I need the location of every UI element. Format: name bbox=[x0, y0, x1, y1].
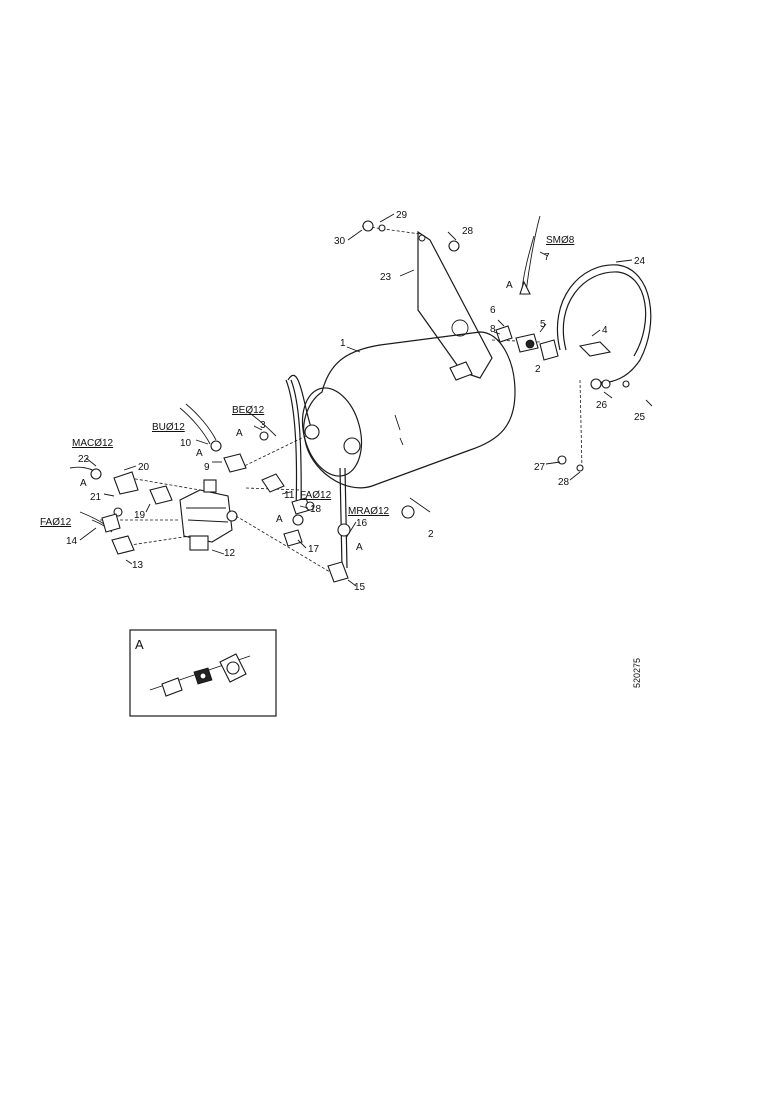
callout-12: 12 bbox=[224, 548, 236, 559]
callout-22: 22 bbox=[78, 454, 90, 465]
inset-label: A bbox=[135, 637, 144, 652]
callout-18: 18 bbox=[310, 504, 322, 515]
marker-a: A bbox=[80, 478, 87, 489]
callout-30: 30 bbox=[334, 236, 346, 247]
hose-loop bbox=[556, 264, 652, 383]
diagram-reference: 520275 bbox=[632, 658, 642, 688]
callout-10: 10 bbox=[180, 438, 192, 449]
callout-3: 3 bbox=[260, 420, 266, 431]
callout-2: 2 bbox=[535, 364, 541, 375]
marker-a: A bbox=[506, 280, 513, 291]
fittings bbox=[90, 220, 630, 583]
callout-11: 11 bbox=[284, 490, 295, 501]
marker-a: A bbox=[196, 448, 203, 459]
callout-2: 2 bbox=[428, 529, 434, 540]
callout-24: 24 bbox=[634, 256, 646, 267]
callout-20: 20 bbox=[138, 462, 150, 473]
callout-6: 6 bbox=[490, 305, 496, 316]
marker-a: A bbox=[236, 428, 243, 439]
callout-27: 27 bbox=[534, 462, 546, 473]
callout-9: 9 bbox=[204, 462, 210, 473]
a-markers: A A A A A A bbox=[80, 280, 513, 553]
code-mac: MACØ12 bbox=[72, 438, 114, 449]
callout-5: 5 bbox=[540, 319, 546, 330]
callout-25: 25 bbox=[634, 412, 646, 423]
callout-14: 14 bbox=[66, 536, 78, 547]
marker-a: A bbox=[356, 542, 363, 553]
inset-detail-a: A bbox=[129, 629, 277, 717]
code-fa-mid: FAØ12 bbox=[300, 490, 332, 501]
callout-15: 15 bbox=[354, 582, 366, 593]
hose-codes: MACØ12 BUØ12 BEØ12 FAØ12 FAØ12 MRAØ12 SM… bbox=[40, 235, 575, 528]
brake-valve bbox=[179, 479, 238, 551]
air-tank bbox=[301, 331, 516, 489]
marker-a: A bbox=[276, 514, 283, 525]
callout-28: 28 bbox=[462, 226, 474, 237]
callout-19: 19 bbox=[134, 510, 146, 521]
code-bu: BUØ12 bbox=[152, 422, 185, 433]
code-mra: MRAØ12 bbox=[348, 506, 390, 517]
callout-26: 26 bbox=[596, 400, 608, 411]
callout-28: 28 bbox=[558, 477, 570, 488]
code-sm: SMØ8 bbox=[546, 235, 575, 246]
callout-4: 4 bbox=[602, 325, 608, 336]
callout-29: 29 bbox=[396, 210, 408, 221]
callout-numbers: 1 2 2 3 4 5 6 7 8 9 10 11 12 13 14 15 16… bbox=[66, 210, 646, 593]
callout-1: 1 bbox=[340, 338, 346, 349]
callout-23: 23 bbox=[380, 272, 392, 283]
code-be: BEØ12 bbox=[232, 405, 265, 416]
callout-8: 8 bbox=[490, 324, 496, 335]
code-fa-left: FAØ12 bbox=[40, 517, 72, 528]
callout-7: 7 bbox=[544, 252, 550, 263]
leader-lines bbox=[79, 213, 653, 587]
callout-16: 16 bbox=[356, 518, 368, 529]
mounting-bracket bbox=[417, 230, 493, 381]
callout-17: 17 bbox=[308, 544, 320, 555]
callout-13: 13 bbox=[132, 560, 144, 571]
callout-21: 21 bbox=[90, 492, 102, 503]
